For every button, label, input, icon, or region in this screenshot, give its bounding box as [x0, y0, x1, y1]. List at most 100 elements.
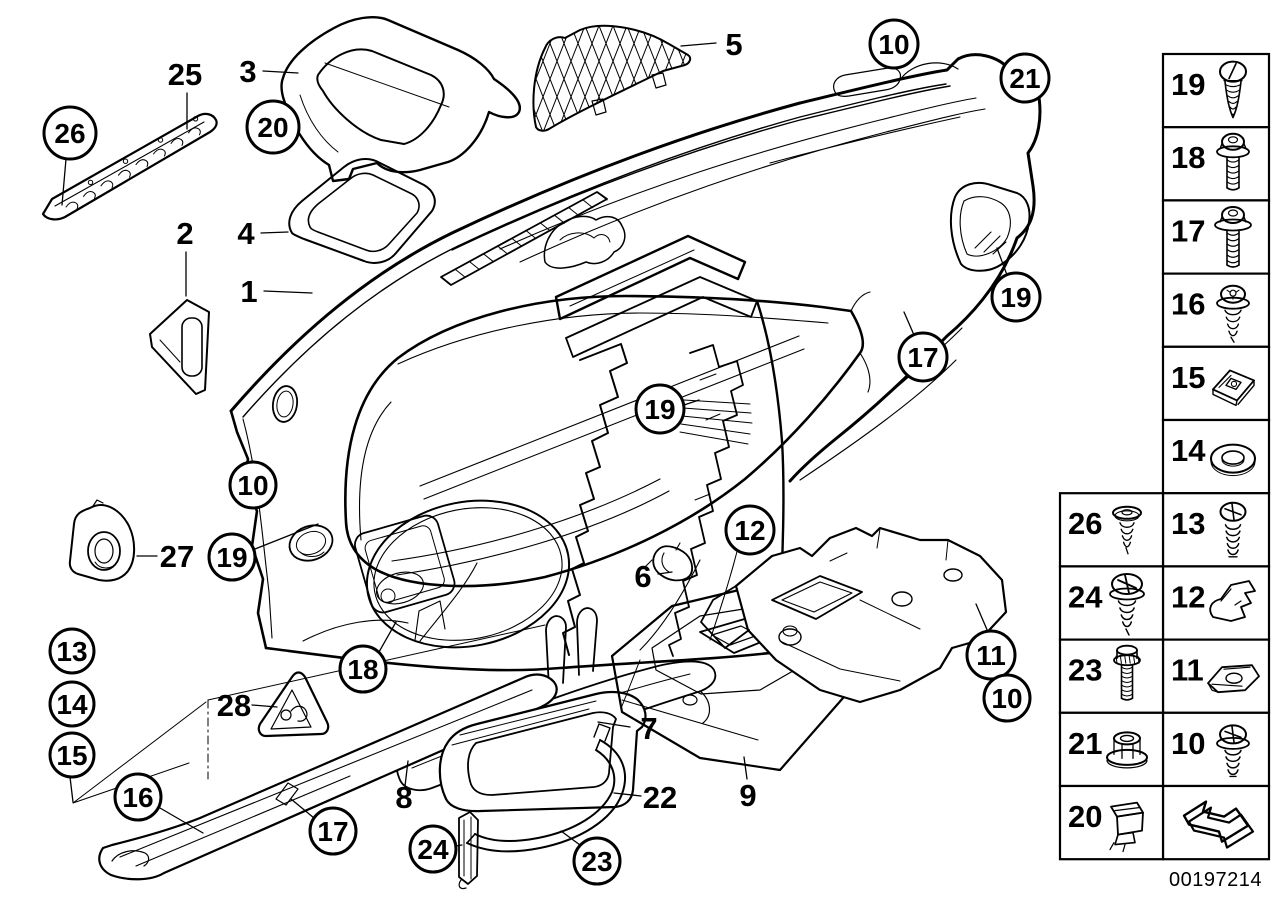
callout-7-9[interactable]: 7: [597, 711, 658, 746]
legend-part-number: 13: [1171, 506, 1205, 541]
legend-cell-box: [1058, 711, 1165, 788]
legend-part-number: 10: [1171, 726, 1205, 761]
round-cap-part: [68, 499, 136, 582]
callout-number: 18: [347, 654, 378, 685]
callout-number: 27: [160, 539, 194, 574]
legend-cell-26[interactable]: 26: [1058, 492, 1165, 568]
callout-4-3[interactable]: 4: [237, 216, 289, 251]
callout-number: 19: [1000, 282, 1031, 313]
callout-circle: [42, 105, 98, 161]
legend-cell-arrow[interactable]: [1161, 784, 1271, 861]
callout-19-19[interactable]: 19: [634, 383, 700, 435]
callout-1-4[interactable]: 1: [240, 274, 313, 309]
leader-line: [597, 721, 631, 728]
legend-cell-18[interactable]: 18: [1161, 126, 1271, 202]
warning-triangle-part: [257, 671, 330, 738]
callout-3-1[interactable]: 3: [239, 54, 299, 89]
callout-2-2[interactable]: 2: [176, 216, 194, 297]
legend-part-number: 12: [1171, 579, 1205, 614]
legend-part-number: 17: [1171, 213, 1205, 248]
callout-5-5[interactable]: 5: [680, 27, 743, 62]
legend-cell-11[interactable]: 11: [1161, 638, 1271, 714]
callout-number: 7: [640, 711, 657, 746]
callout-23-29[interactable]: 23: [560, 830, 622, 886]
callout-19-21[interactable]: 19: [207, 523, 319, 582]
leader-line: [613, 792, 642, 797]
callout-26-13[interactable]: 26: [42, 105, 98, 206]
legend-part-number: 19: [1171, 67, 1205, 102]
callout-9-12[interactable]: 9: [739, 756, 757, 813]
callout-6-8[interactable]: 6: [634, 559, 673, 594]
leader-line: [657, 571, 673, 575]
diagram-id-code: 00197214: [1169, 869, 1262, 891]
callout-14-23[interactable]: 14: [48, 680, 96, 728]
callout-10-32[interactable]: 10: [982, 673, 1032, 723]
callout-13-22[interactable]: 13: [48, 627, 96, 675]
screw-phillips-washer-icon: [1216, 724, 1250, 778]
callout-16-25[interactable]: 16: [113, 772, 204, 834]
callout-22-10[interactable]: 22: [613, 780, 677, 815]
legend-part-number: 21: [1068, 726, 1102, 761]
legend-cell-21[interactable]: 21: [1058, 711, 1165, 788]
callout-number: 23: [581, 846, 612, 877]
seal-frame-part: [466, 723, 626, 853]
callout-28-7[interactable]: 28: [217, 688, 278, 723]
legend-cell-15[interactable]: 15: [1161, 345, 1271, 422]
mesh-grid: [533, 25, 691, 131]
callout-12-30[interactable]: 12: [724, 504, 776, 556]
legend-cell-19[interactable]: 19: [1161, 52, 1271, 129]
callout-24-28[interactable]: 24: [408, 824, 463, 874]
legend-part-number: 15: [1171, 360, 1205, 395]
screw-cheese-head-icon: [1113, 644, 1141, 701]
legend-cell-box: [1058, 638, 1165, 714]
callout-number: 5: [725, 27, 742, 62]
callout-8-11[interactable]: 8: [395, 760, 413, 815]
callout-number: 8: [395, 780, 412, 815]
callout-10-15[interactable]: 10: [868, 18, 920, 70]
callout-number: 9: [739, 778, 756, 813]
callout-11-31[interactable]: 11: [965, 603, 1017, 681]
legend-cell-13[interactable]: 13: [1161, 492, 1271, 568]
leader-line: [743, 756, 748, 780]
legend-cell-10[interactable]: 10: [1161, 711, 1271, 788]
callout-number: 17: [907, 342, 938, 373]
screw-slotted-round-icon: [1219, 60, 1247, 119]
callout-circle: [48, 731, 96, 779]
callout-27-6[interactable]: 27: [136, 539, 194, 574]
leader-line: [61, 158, 67, 206]
callout-17-27[interactable]: 17: [290, 798, 358, 856]
screw-countersunk-icon: [1112, 505, 1142, 555]
callout-20-14[interactable]: 20: [245, 99, 301, 155]
legend-cell-17[interactable]: 17: [1161, 199, 1271, 275]
callout-circle: [207, 532, 257, 582]
legend-cell-24[interactable]: 24: [1058, 565, 1165, 641]
callout-15-24[interactable]: 15: [48, 731, 96, 803]
callout-number: 19: [216, 542, 247, 573]
screw-oval-washer-icon: [1109, 573, 1145, 636]
callout-10-20[interactable]: 10: [228, 460, 278, 510]
leader-line: [69, 776, 74, 803]
leader-line: [290, 798, 315, 819]
callout-circle: [999, 52, 1051, 104]
callout-18-26[interactable]: 18: [338, 621, 397, 694]
legend-part-number: 23: [1068, 653, 1102, 688]
callout-circle: [113, 772, 163, 822]
legend-part-number: 14: [1171, 433, 1206, 468]
callout-25-0[interactable]: 25: [168, 57, 202, 130]
leader-line: [975, 603, 989, 633]
callout-21-16[interactable]: 21: [999, 52, 1051, 104]
callout-number: 6: [634, 559, 651, 594]
leader-line: [378, 621, 397, 653]
callout-number: 26: [54, 118, 85, 149]
legend-cell-20[interactable]: 20: [1058, 784, 1165, 861]
legend-part-number: 24: [1068, 579, 1103, 614]
leader-line: [159, 807, 204, 834]
legend-cell-23[interactable]: 23: [1058, 638, 1165, 714]
legend-cell-14[interactable]: 14: [1161, 418, 1271, 495]
legend-cell-box: [1161, 272, 1271, 348]
callout-19-17[interactable]: 19: [990, 247, 1042, 323]
legend-cell-12[interactable]: 12: [1161, 565, 1271, 641]
callout-17-18[interactable]: 17: [897, 311, 949, 383]
legend-cell-16[interactable]: 16: [1161, 272, 1271, 348]
